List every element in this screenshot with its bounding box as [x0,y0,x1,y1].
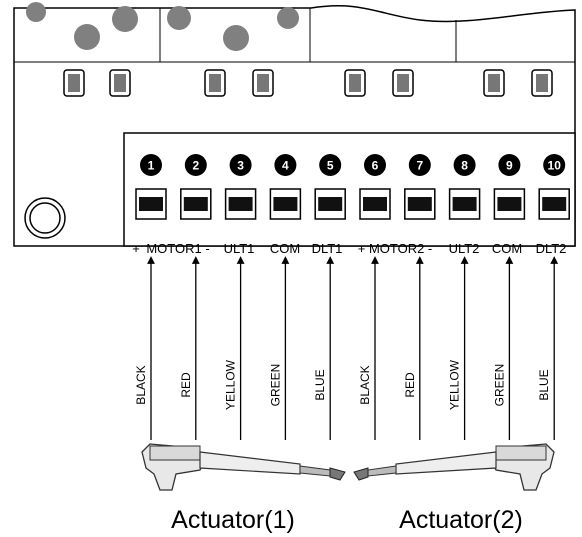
terminal-number: 9 [506,159,513,173]
actuator-1-caption: Actuator(1) [171,506,295,534]
terminal-screw [542,197,567,211]
wire-3: YELLOW [224,256,245,440]
component-dot [74,24,100,50]
wire-color-label: BLUE [313,369,327,400]
wire-5: BLUE [313,256,335,440]
actuator-2-body [495,445,547,461]
terminal-9: 9 [493,154,526,220]
terminal-8: 8 [448,154,481,220]
actuator-2 [353,443,555,491]
component-dot [26,2,46,22]
component-dot [167,6,191,30]
wire-4: GREEN [268,256,290,440]
connector-pair [344,69,414,97]
actuator-2-caption: Actuator(2) [399,506,523,534]
terminal-number-badge [184,154,207,176]
terminal-number-badge [140,154,162,176]
terminal-number: 1 [148,159,155,173]
terminal-screw [363,197,387,211]
wire-color-label: RED [179,372,193,398]
terminal-screw [183,197,208,211]
terminal-number: 10 [548,159,562,173]
terminal-label: DLT2 [536,241,567,256]
terminal-number-badge [319,154,342,176]
terminal-label: MOTOR1 - [146,241,209,256]
wire-10: BLUE [537,256,559,440]
terminal-number: 8 [461,159,468,173]
terminal-label: + [132,241,140,256]
wire-color-label: BLACK [358,365,372,404]
connector-pair [483,69,553,97]
terminal-label: COM [270,241,300,256]
terminal-number-badge [229,154,252,176]
terminal-3: 3 [224,154,257,220]
wire-color-label: YELLOW [224,359,238,410]
terminal-label: ULT1 [224,241,255,256]
terminal-number-badge [498,154,521,176]
knob [24,197,66,239]
terminal-number-badge [453,154,476,176]
terminal-1: 1 [135,154,167,220]
terminal-label: ULT2 [449,241,480,256]
terminal-number-badge [274,154,297,176]
wire-color-label: YELLOW [448,359,462,410]
terminal-labels: + MOTOR1 - ULT1 COM DLT1 + MOTOR2 - ULT2… [132,241,566,256]
terminal-screw [497,197,522,211]
terminal-5: 5 [314,154,346,220]
component-dot [223,25,249,51]
wire-color-label: GREEN [492,364,506,407]
terminal-number: 6 [372,159,379,173]
terminal-number-badge [408,154,431,176]
connector-pair [204,69,274,97]
terminal-screw [452,197,477,211]
wire-color-label: GREEN [268,364,282,407]
terminal-number: 4 [282,159,289,173]
wire-color-label: BLUE [537,369,551,400]
wire-8: YELLOW [448,256,469,440]
terminal-label: DLT1 [312,241,343,256]
terminal-screw [273,197,298,211]
wires: BLACK RED YELLOW GREEN BLUE BLACK RED YELLOW GRE… [134,256,559,440]
component-dot [112,6,138,32]
terminal-7: 7 [404,154,436,220]
actuator-2-tube [395,451,497,475]
wire-6: BLACK [358,256,379,440]
terminal-2: 2 [180,154,212,220]
terminal-number: 2 [192,159,199,173]
terminal-screw [139,197,163,211]
terminal-4: 4 [269,154,302,220]
terminal-number-badge [543,154,566,176]
terminal-number: 7 [416,159,423,173]
wire-1: BLACK [134,256,155,440]
connector-pair [63,69,131,97]
actuator-2-tip [353,467,369,481]
actuator-1-tip [329,467,346,481]
terminal-screw [407,197,432,211]
actuator-1: Actuator(1) [141,443,346,534]
actuator-1-body [149,445,201,461]
actuator-2-rod [367,465,397,477]
wire-9: GREEN [492,256,514,440]
terminal-label: + MOTOR2 - [358,241,433,256]
terminal-screw [318,197,343,211]
component-dot [277,7,299,29]
terminals: 1 2 3 4 5 6 7 8 9 10 [135,154,570,220]
terminal-label: COM [492,241,522,256]
actuator-1-rod [299,465,331,477]
terminal-number: 3 [237,159,244,173]
terminal-number: 5 [327,159,334,173]
wire-7: RED [403,256,424,440]
terminal-screw [228,197,253,211]
wire-2: RED [179,256,200,440]
wire-color-label: BLACK [134,365,148,404]
actuator-1-tube [199,451,301,475]
wire-color-label: RED [403,372,417,398]
terminal-10: 10 [538,154,570,220]
terminal-number-badge [364,154,386,176]
terminal-6: 6 [359,154,391,220]
